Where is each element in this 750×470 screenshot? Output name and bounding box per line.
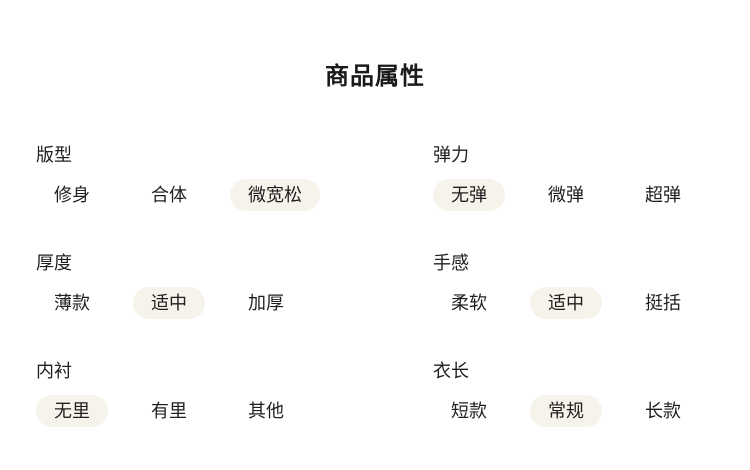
attribute-group-label: 衣长 [433, 361, 469, 381]
attribute-groups: 版型 修身 合体 微宽松 弹力 无弹 微弹 超弹 厚度 薄款 适中 加厚 [0, 143, 750, 427]
attribute-group-lining: 内衬 无里 有里 其他 [36, 359, 433, 427]
option-thickness-thin[interactable]: 薄款 [54, 293, 90, 313]
option-fit-slightly-loose[interactable]: 微宽松 [230, 179, 320, 211]
options-row: 无里 有里 其他 [36, 395, 433, 427]
attribute-group-label: 手感 [433, 253, 469, 273]
option-feel-crisp[interactable]: 挺括 [645, 293, 681, 313]
option-length-short[interactable]: 短款 [451, 401, 487, 421]
option-thickness-medium[interactable]: 适中 [133, 287, 205, 319]
option-thickness-thick[interactable]: 加厚 [248, 293, 284, 313]
attribute-group-label: 版型 [36, 145, 72, 165]
option-fit-slim[interactable]: 修身 [54, 185, 90, 205]
option-fit-regular[interactable]: 合体 [151, 185, 187, 205]
page-title: 商品属性 [325, 63, 425, 90]
attribute-group-feel: 手感 柔软 适中 挺括 [433, 251, 750, 319]
attribute-group-stretch: 弹力 无弹 微弹 超弹 [433, 143, 750, 211]
attribute-group-label: 厚度 [36, 253, 72, 273]
option-length-long[interactable]: 长款 [645, 401, 681, 421]
options-row: 薄款 适中 加厚 [36, 287, 433, 319]
options-row: 修身 合体 微宽松 [36, 179, 433, 211]
option-stretch-super[interactable]: 超弹 [645, 185, 681, 205]
attribute-group-fit: 版型 修身 合体 微宽松 [36, 143, 433, 211]
option-stretch-slight[interactable]: 微弹 [548, 185, 584, 205]
option-feel-medium[interactable]: 适中 [530, 287, 602, 319]
attribute-group-label: 弹力 [433, 145, 469, 165]
attribute-group-thickness: 厚度 薄款 适中 加厚 [36, 251, 433, 319]
options-row: 无弹 微弹 超弹 [433, 179, 750, 211]
option-feel-soft[interactable]: 柔软 [451, 293, 487, 313]
option-lining-none[interactable]: 无里 [36, 395, 108, 427]
option-length-regular[interactable]: 常规 [530, 395, 602, 427]
attribute-group-length: 衣长 短款 常规 长款 [433, 359, 750, 427]
options-row: 短款 常规 长款 [433, 395, 750, 427]
option-lining-yes[interactable]: 有里 [151, 401, 187, 421]
option-stretch-none[interactable]: 无弹 [433, 179, 505, 211]
attribute-group-label: 内衬 [36, 361, 72, 381]
option-lining-other[interactable]: 其他 [248, 401, 284, 421]
options-row: 柔软 适中 挺括 [433, 287, 750, 319]
